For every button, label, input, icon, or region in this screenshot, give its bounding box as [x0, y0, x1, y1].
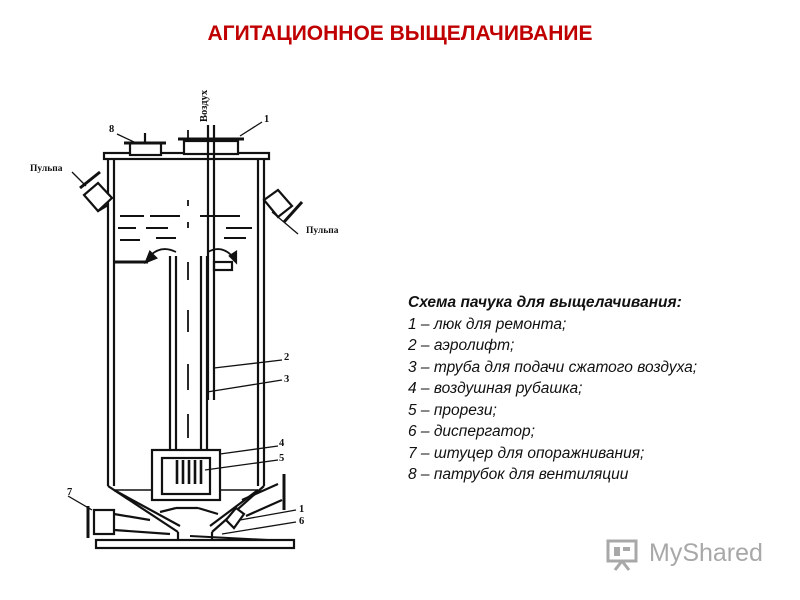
label-num-5: 5 — [279, 453, 284, 464]
disperser — [159, 506, 269, 541]
legend-heading: Схема пачука для выщелачивания: — [408, 294, 682, 311]
legend-item: 7 – штуцер для опоражнивания; — [408, 444, 645, 462]
pulp-outlet-pipe — [262, 188, 304, 224]
presentation-board-icon — [606, 539, 638, 571]
site-logo: MyShared — [605, 535, 775, 575]
tank-base — [94, 538, 296, 550]
legend-item: 4 – воздушная рубашка; — [408, 380, 583, 397]
page-title: АГИТАЦИОННОЕ ВЫЩЕЛАЧИВАНИЕ — [207, 22, 593, 45]
label-num-6: 6 — [299, 516, 304, 527]
label-air: Воздух — [199, 89, 210, 122]
label-num-1-bottom: 1 — [299, 504, 304, 515]
label-num-8: 8 — [109, 124, 114, 135]
label-num-2: 2 — [284, 352, 289, 363]
slots — [175, 460, 203, 484]
label-num-3: 3 — [284, 374, 289, 385]
legend-item: 2 – аэролифт; — [408, 337, 515, 354]
label-num-4: 4 — [279, 438, 285, 449]
label-num-1-top: 1 — [264, 114, 269, 125]
label-num-7: 7 — [67, 487, 72, 498]
repair-hatch-top — [182, 139, 240, 156]
legend-item: 1 – люк для ремонта; — [408, 315, 567, 333]
pulp-inlet-pipe — [79, 170, 114, 213]
legend-item: 8 – патрубок для вентиляции — [408, 466, 629, 483]
logo-text: MyShared — [649, 539, 763, 567]
legend-item: 5 – прорези; — [408, 401, 497, 419]
drain-nozzle — [92, 508, 116, 536]
vent-pipe — [128, 141, 163, 157]
legend-item: 6 – диспергатор; — [408, 423, 535, 440]
air-supply-pipe — [206, 125, 216, 400]
diagram-legend: Схема пачука для выщелачивания: 1 – люк … — [408, 292, 748, 486]
label-pulp-out: Пульпа — [306, 226, 339, 236]
label-pulp-in: Пульпа — [30, 164, 63, 174]
legend-item: 3 – труба для подачи сжатого воздуха; — [408, 358, 698, 376]
